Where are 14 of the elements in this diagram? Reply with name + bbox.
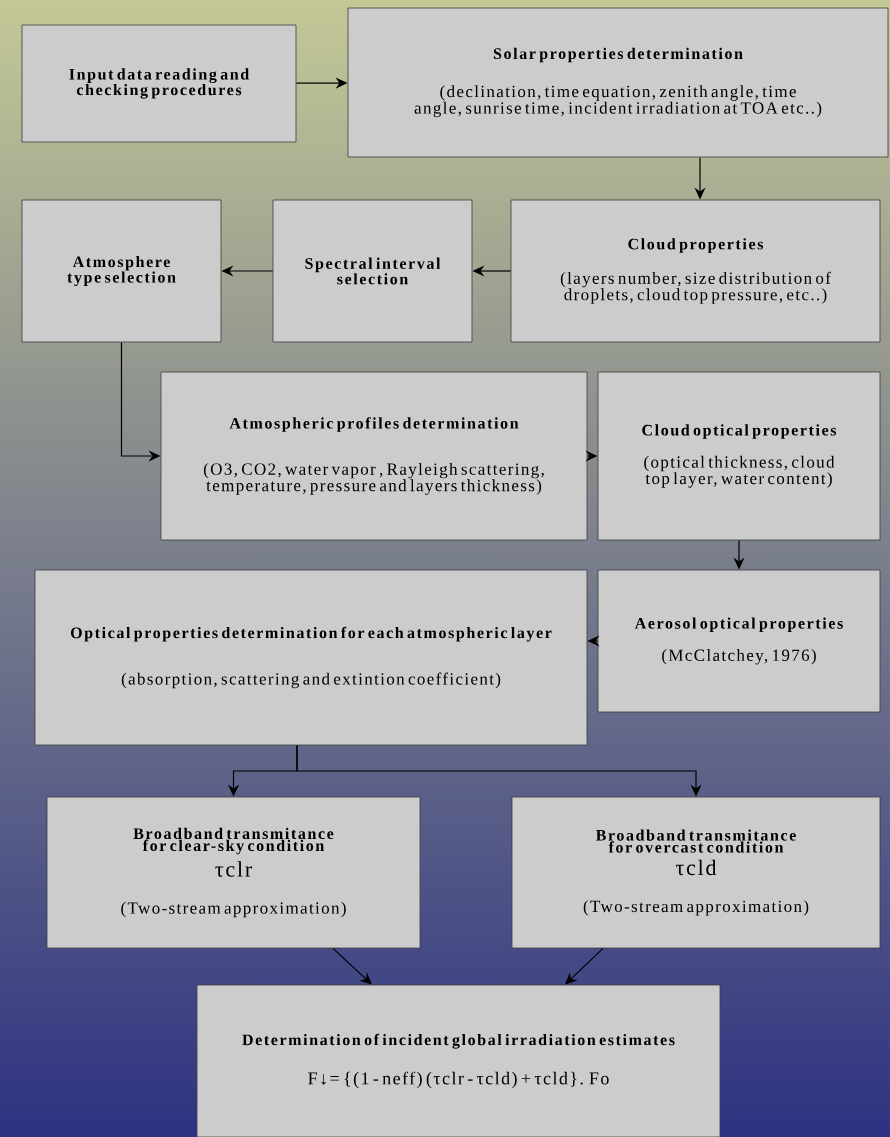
process-box: Optical properties determination for each atmospheric layer (absorption, scattering and extintion coefficient) bbox=[34, 569, 588, 746]
process-box: Cloud optical properties (optical thickness, cloud top layer, water content) bbox=[597, 371, 881, 541]
process-box: Atmosphere type selection bbox=[21, 199, 222, 343]
process-box: Atmospheric profiles determination (O3, CO2, water vapor , Rayleigh scattering, temperature, pressure and layers thickness) bbox=[160, 371, 588, 541]
process-box: Cloud properties (layers number, size distribution of droplets, cloud top pressure, etc..) bbox=[510, 199, 881, 343]
process-box: Input data reading and checking procedures bbox=[21, 24, 297, 143]
process-box: Broadband transmitance for clear-sky condition τclr (Two-stream approximation) bbox=[46, 796, 421, 949]
process-box: Spectral interval selection bbox=[272, 199, 473, 343]
arrow bbox=[332, 947, 372, 985]
process-box: Aerosol optical properties (McClatchey, 1976) bbox=[597, 569, 881, 713]
process-box: Determination of incident global irradiation estimates F↓= {(1 - neff) (τclr - τcld) + τcld}. Fo bbox=[196, 984, 721, 1137]
arrow bbox=[565, 947, 604, 985]
process-box: Broadband transmitance for overcast condition τcld (Two-stream approximation) bbox=[511, 796, 881, 949]
process-box: Solar properties determination (declination, time equation, zenith angle, time angle, sunrise time, incident irradiation at TOA etc..) bbox=[347, 7, 889, 158]
